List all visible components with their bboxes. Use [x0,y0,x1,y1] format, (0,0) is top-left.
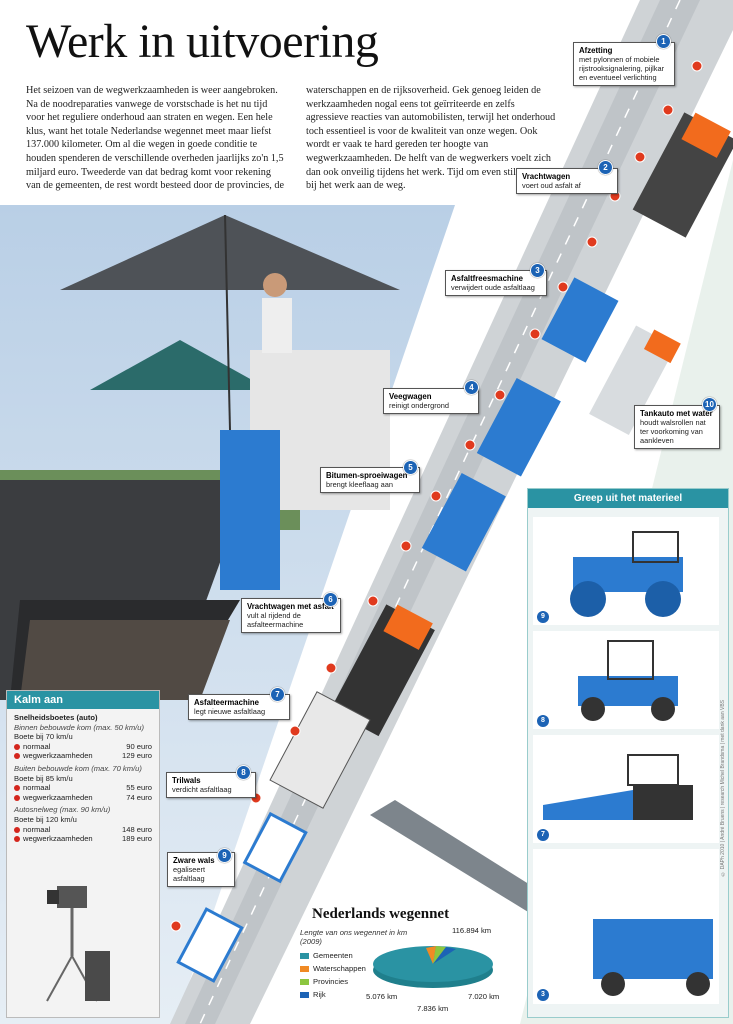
step-number-badge: 5 [403,460,418,475]
step-title: Asfaltfreesmachine [451,274,523,283]
legend-item: Waterschappen [300,962,366,975]
step-callout-6: Vrachtwagen met asfalt vult al rijdend d… [241,598,341,633]
panel-number: 8 [537,715,549,727]
step-title: Bitumen-sproeiwagen [326,471,408,480]
kalm-aan-title: Kalm aan [7,691,159,709]
fine-context: Binnen bebouwde kom (max. 50 km/u) [14,722,145,732]
step-title: Afzetting [579,46,613,55]
step-text: reinigt ondergrond [389,401,449,410]
fine-context: Buiten bebouwde kom (max. 70 km/u) [14,763,142,773]
wegennet-pie-chart [373,946,493,988]
step-title: Asfalteermachine [194,698,260,707]
fine-boete: Boete bij 120 km/u [14,814,77,824]
step-title: Veegwagen [389,392,432,401]
legend-item: Gemeenten [300,949,366,962]
kalm-aan-box: Kalm aan Snelheidsboetes (auto) Binnen b… [6,690,160,1018]
legend-item: Rijk [300,988,366,1001]
wegennet-legend: Gemeenten Waterschappen Provincies Rijk [300,949,366,1001]
value-provincies: 7.836 km [417,1004,449,1013]
step-callout-9: Zware wals egaliseert asfaltlaag [167,852,235,887]
machine-panel-paver: 7 [533,735,719,843]
step-number-badge: 2 [598,160,613,175]
intro-column-1: Het seizoen van de wegwerkzaamheden is w… [26,85,284,192]
step-text: vult al rijdend de asfalteermachine [247,611,304,629]
step-title: Trilwals [172,776,201,785]
intro-column-2: waterschappen en de rijksoverheid. Gek g… [306,85,556,192]
wegennet-subtitle: Lengte van ons wegennet in km (2009) [300,928,408,946]
step-title: Vrachtwagen met asfalt [247,602,334,611]
fine-boete: Boete bij 85 km/u [14,773,73,783]
step-text: met pylonnen of mobiele rijstrooksignale… [579,55,665,82]
step-number-badge: 3 [530,263,545,278]
speed-camera-icon [46,886,110,1002]
machine-panel-milling-machine: 3 [533,849,719,1004]
step-number-badge: 6 [323,592,338,607]
step-text: legt nieuwe asfaltlaag [194,707,266,716]
step-callout-1: Afzetting met pylonnen of mobiele rijstr… [573,42,675,86]
step-number-badge: 7 [270,687,285,702]
step-text: voert oud asfalt af [522,181,581,190]
machine-panel-roller: 9 [533,517,719,625]
step-number-badge: 10 [702,397,717,412]
step-callout-4: Veegwagen reinigt ondergrond [383,388,479,414]
wegennet-title: Nederlands wegennet [312,906,450,922]
machine-panel-vibratory-roller: 8 [533,631,719,729]
value-gemeenten: 116.894 km [452,926,492,935]
step-text: houdt walsrollen nat ter voorkoming van … [640,418,706,445]
step-number-badge: 9 [217,848,232,863]
step-callout-7: Asfalteermachine legt nieuwe asfaltlaag [188,694,290,720]
vehicle-marks [176,112,733,983]
step-text: verwijdert oude asfaltlaag [451,283,535,292]
fine-boete: Boete bij 70 km/u [14,732,73,742]
legend-item: Provincies [300,975,366,988]
panel-number: 7 [537,829,549,841]
step-number-badge: 1 [656,34,671,49]
step-callout-3: Asfaltfreesmachine verwijdert oude asfal… [445,270,547,296]
step-title: Zware wals [173,856,215,865]
credit-line: © DAPh 2010 | André Bruens | research Mi… [720,700,726,877]
greep-title: Greep uit het materieel [528,489,728,508]
panel-number: 3 [537,989,549,1001]
value-rijk: 7.020 km [468,992,500,1001]
step-number-badge: 8 [236,765,251,780]
kalm-heading: Snelheidsboetes (auto) [14,713,98,722]
step-text: verdicht asfaltlaag [172,785,232,794]
fine-context: Autosnelweg (max. 90 km/u) [14,805,111,815]
step-number-badge: 4 [464,380,479,395]
step-text: brengt kleeflaag aan [326,480,393,489]
step-callout-10: Tankauto met water houdt walsrollen nat … [634,405,720,449]
step-text: egaliseert asfaltlaag [173,865,206,883]
panel-number: 9 [537,611,549,623]
greep-box: Greep uit het materieel 9 8 7 3 [527,488,729,1018]
step-title: Tankauto met water [640,409,713,418]
step-title: Vrachtwagen [522,172,571,181]
value-waterschappen: 5.076 km [366,992,398,1001]
page-title: Werk in uitvoering [26,15,379,68]
